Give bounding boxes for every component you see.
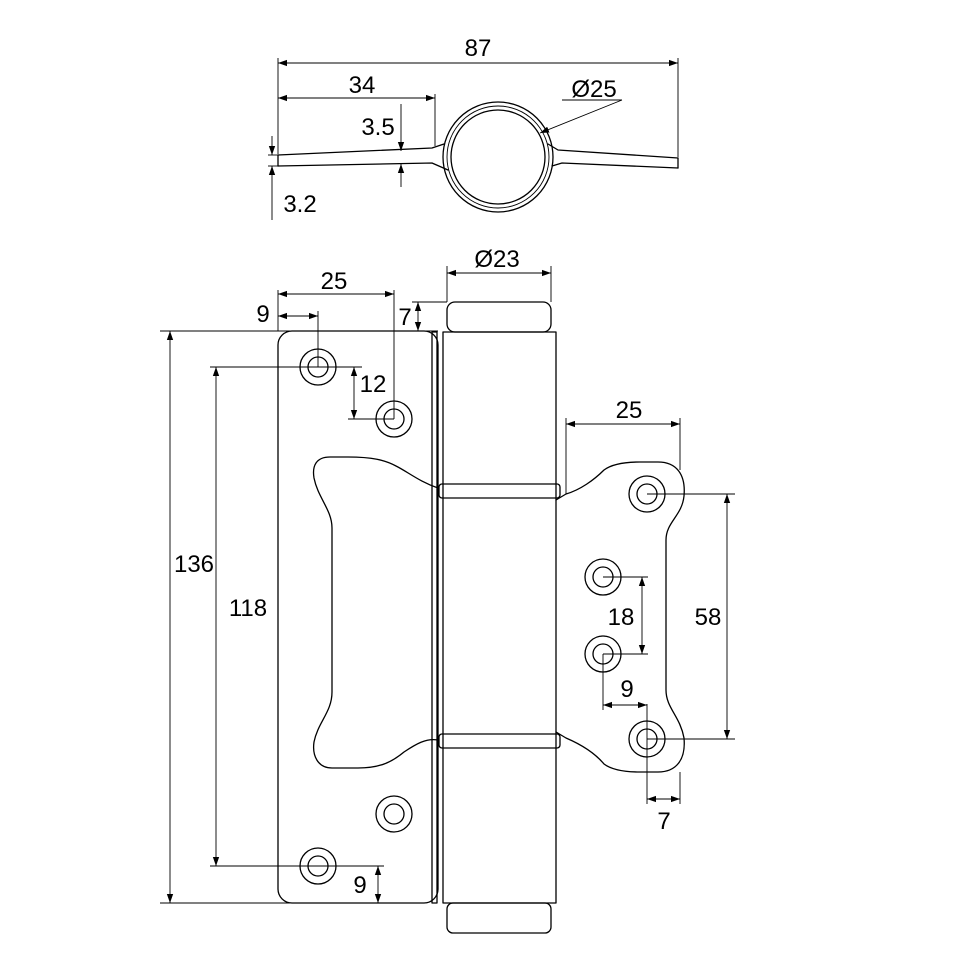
dim-right-leaf-width: 25 (616, 397, 643, 424)
dim-right-hole-spacing-inner: 18 (608, 604, 635, 631)
dim-left-hole-offset: 9 (256, 301, 269, 328)
hole-left-lower (375, 795, 413, 833)
front-view: Ø23 25 9 7 12 136 118 9 (160, 246, 735, 934)
dim-overall-width: 87 (465, 35, 492, 62)
dim-overall-height: 136 (174, 551, 214, 578)
dim-leaf-offset: 3.5 (361, 114, 394, 141)
dim-left-hole-spacing: 12 (360, 371, 387, 398)
left-leaf-cutout (312, 456, 439, 769)
top-view: 87 34 Ø25 3.5 3.2 (268, 35, 679, 220)
top-view-right-leaf (547, 143, 679, 169)
top-view-knuckle-outer (442, 101, 554, 213)
right-leaf-plate (555, 461, 685, 773)
dim-knuckle-diameter: Ø25 (571, 76, 616, 103)
hinge-barrel (431, 301, 561, 934)
dim-leaf-width: 34 (349, 72, 376, 99)
dim-right-hole-spacing-outer: 58 (695, 604, 722, 631)
dim-bottom-hole-offset: 9 (353, 872, 366, 899)
dim-left-leaf-width: 25 (321, 268, 348, 295)
top-view-left-leaf (277, 143, 449, 171)
dim-cap-height: 7 (398, 304, 411, 331)
left-leaf-plate (277, 330, 439, 904)
dim-right-hole-offset: 9 (620, 676, 633, 703)
dim-leaf-thickness: 3.2 (283, 191, 316, 218)
dim-left-hole-pitch: 118 (229, 595, 267, 622)
dim-right-edge-offset: 7 (657, 808, 670, 835)
top-view-knuckle-inner (450, 109, 546, 205)
dim-barrel-diameter: Ø23 (474, 246, 519, 273)
